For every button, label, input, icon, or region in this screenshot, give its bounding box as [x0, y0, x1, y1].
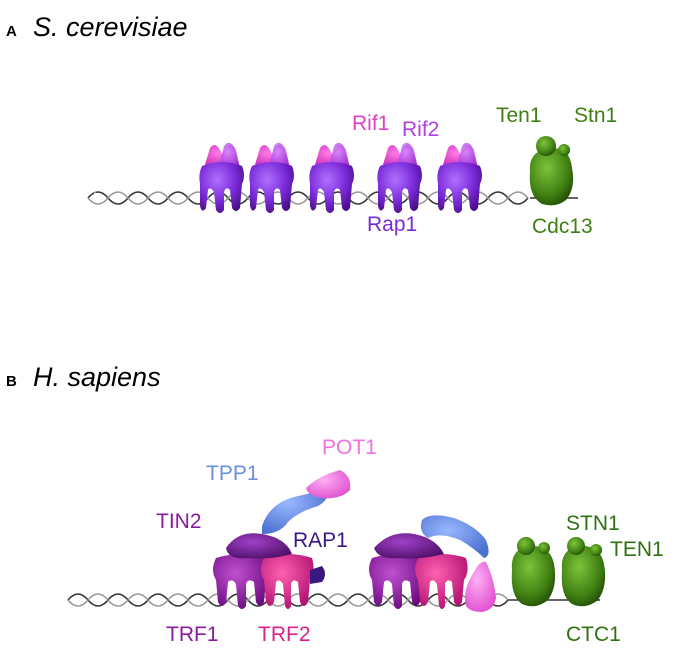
panel-b-letter: B: [6, 373, 17, 390]
rap1-protein: [309, 142, 354, 213]
ten1-label: Ten1: [496, 104, 542, 127]
ctc1-stn1-ten1-complex-1: [511, 537, 556, 607]
rif2-label: Rif2: [402, 118, 439, 141]
rap1-protein: [249, 142, 294, 213]
shelterin-complex-2: [369, 515, 496, 612]
rap1-protein: [377, 142, 422, 213]
shelterin-complex-1: [213, 470, 351, 609]
ctc1-label: CTC1: [566, 623, 621, 646]
trf2-label: TRF2: [258, 623, 311, 646]
rap1-protein: [199, 142, 244, 213]
tin2-label: TIN2: [156, 510, 202, 533]
panel-a-title: S. cerevisiae: [33, 12, 188, 42]
cdc13-stn1-ten1-complex: [529, 136, 574, 206]
tin2-protein: [226, 533, 292, 559]
trf2-protein: [261, 554, 314, 609]
trf1-protein: [213, 554, 270, 609]
tpp1-protein: [262, 486, 328, 534]
tpp1-label: TPP1: [206, 462, 259, 485]
panel-b-title: H. sapiens: [33, 362, 161, 392]
ten1-human-label: TEN1: [610, 538, 664, 561]
stn1-label: Stn1: [574, 104, 617, 127]
trf2-protein: [415, 554, 468, 609]
rap1-human-label: RAP1: [293, 529, 348, 552]
trf1-label: TRF1: [166, 623, 219, 646]
rap1-label: Rap1: [367, 213, 417, 236]
stn1-human-label: STN1: [566, 512, 620, 535]
tpp1-protein: [420, 515, 489, 558]
panel-a: A S. cerevisiae Rif1 Rif2 Rap1 Ten1 Stn1…: [6, 12, 617, 238]
pot1-protein: [306, 470, 351, 499]
cdc13-label: Cdc13: [532, 215, 593, 238]
pot1-protein: [465, 561, 496, 612]
tin2-protein: [374, 533, 444, 559]
rap1-protein: [437, 142, 482, 213]
rap1-human-protein: [310, 566, 325, 584]
panel-b: B H. sapiens: [6, 362, 664, 646]
pot1-label: POT1: [322, 436, 377, 459]
ctc1-stn1-ten1-complex-2: [561, 537, 606, 607]
rif1-label: Rif1: [352, 112, 389, 135]
panel-a-letter: A: [6, 23, 17, 40]
